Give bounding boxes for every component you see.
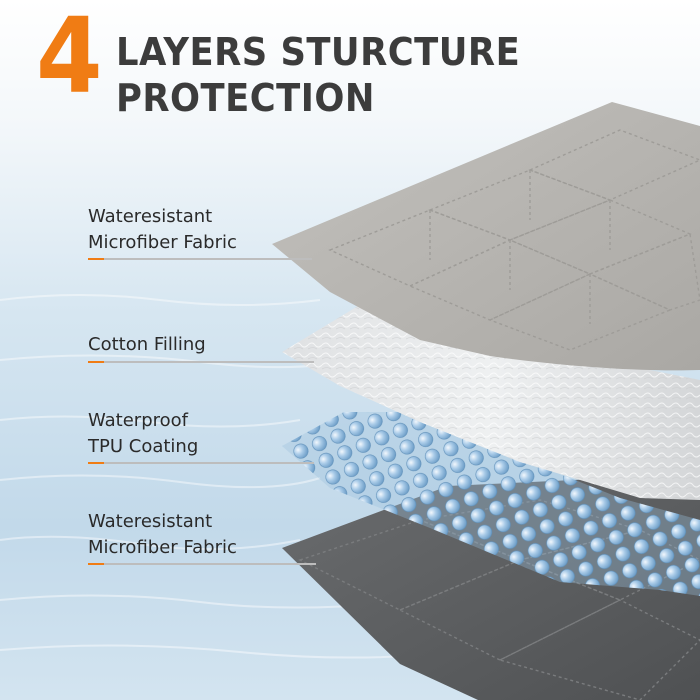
layer-label-line: Waterproof (88, 410, 189, 431)
layer-label-line: Microfiber Fabric (88, 537, 237, 558)
leader-line-cotton-filling (88, 361, 314, 363)
headline: 4 LAYERS STURCTURE PROTECTION (36, 4, 676, 118)
layer-label-line: Microfiber Fabric (88, 232, 237, 253)
layer-label-tpu-coating: Waterproof TPU Coating (88, 408, 328, 460)
headline-number: 4 (36, 0, 103, 117)
leader-line-bottom-fabric (88, 563, 316, 565)
layer-label-bottom-fabric: Wateresistant Microfiber Fabric (88, 509, 328, 561)
layer-label-line: Cotton Filling (88, 334, 206, 355)
layer-label-line: Wateresistant (88, 511, 213, 532)
layer-label-line: TPU Coating (88, 436, 199, 457)
leader-line-top-fabric (88, 258, 312, 260)
headline-line-1: LAYERS STURCTURE (116, 30, 521, 74)
layer-label-line: Wateresistant (88, 206, 213, 227)
leader-line-tpu-coating (88, 462, 314, 464)
leader-accent (88, 563, 104, 565)
leader-accent (88, 361, 104, 363)
layer-label-top-fabric: Wateresistant Microfiber Fabric (88, 204, 328, 256)
leader-accent (88, 258, 104, 260)
leader-accent (88, 462, 104, 464)
layer-label-cotton-filling: Cotton Filling (88, 332, 328, 358)
headline-line-2: PROTECTION (116, 76, 375, 120)
